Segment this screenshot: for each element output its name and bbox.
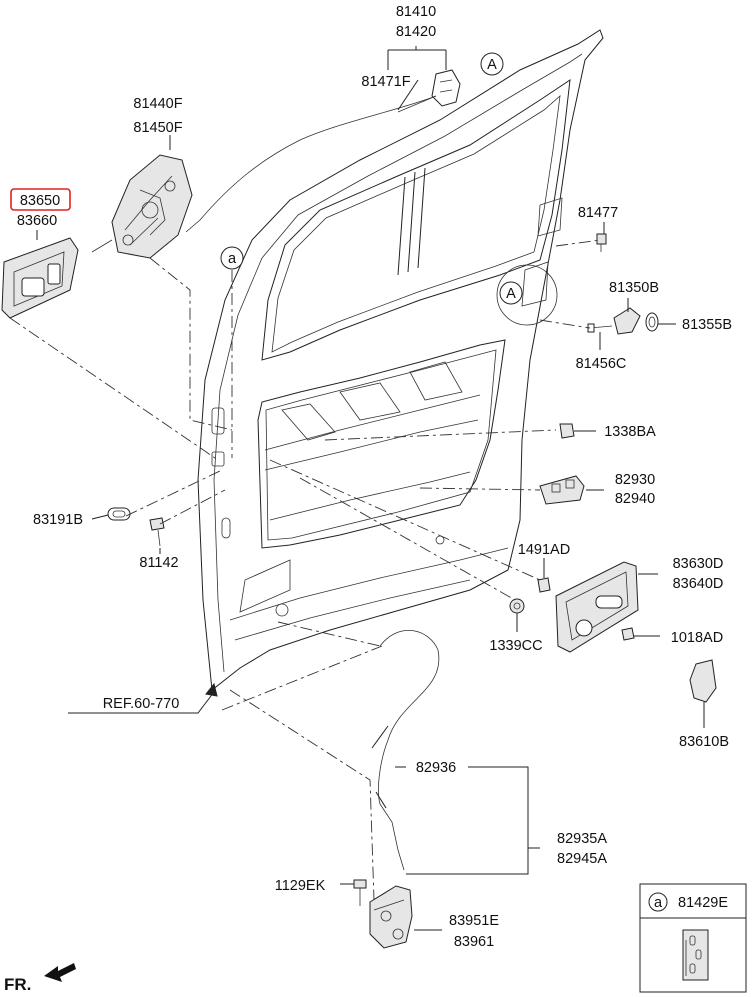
label-82935A: 82935A [557, 831, 607, 847]
part-1018ad-screw [621, 627, 635, 641]
cable-sleeve [371, 725, 389, 749]
label-81142: 81142 [139, 555, 178, 571]
label-82940: 82940 [615, 491, 655, 507]
part-83650-handle [1, 237, 79, 319]
part-82930-bracket [539, 475, 585, 505]
label-1338BA: 1338BA [604, 424, 656, 440]
inset-part-label: 81429E [678, 895, 728, 911]
cable-81471f [185, 95, 437, 233]
label-83660: 83660 [17, 213, 57, 229]
highlight-83650 [10, 188, 71, 211]
callout-a-main: a [220, 246, 244, 270]
label-1339CC: 1339CC [489, 638, 542, 654]
label-82945A: 82945A [557, 851, 607, 867]
label-81456C: 81456C [576, 356, 627, 372]
label-83650: 83650 [20, 193, 60, 209]
part-labels: 81410 81420 81471F 81440F 81450F 83650 8… [10, 4, 732, 950]
part-81410-bracket [397, 69, 461, 113]
callout-A-upper: A [480, 52, 504, 76]
label-1129EK: 1129EK [275, 878, 326, 894]
cable-82936 [378, 630, 440, 871]
label-83610B: 83610B [679, 734, 729, 750]
label-81440F: 81440F [133, 96, 182, 112]
label-1491AD: 1491AD [518, 542, 570, 558]
callout-A-lower: A [499, 281, 523, 305]
part-81350b-striker [587, 307, 659, 335]
part-81142-screw [149, 517, 165, 547]
inset-marker: a [654, 895, 663, 911]
inset-bracket-drawing [682, 929, 709, 981]
label-ref: REF.60-770 [103, 696, 180, 712]
callout-A-detail [496, 264, 558, 326]
part-83630d-inside-handle [555, 561, 639, 653]
label-83961: 83961 [454, 934, 494, 950]
svg-text:a: a [228, 251, 237, 267]
part-83610b-bezel [689, 659, 717, 703]
label-82930: 82930 [615, 472, 655, 488]
label-1018AD: 1018AD [671, 630, 723, 646]
inset-box: a 81429E [639, 883, 747, 993]
label-81471F: 81471F [361, 74, 410, 90]
svg-text:A: A [487, 57, 497, 73]
label-81450F: 81450F [133, 120, 182, 136]
label-fr: FR. [4, 975, 31, 994]
part-81440f-latch [91, 154, 193, 259]
label-83640D: 83640D [673, 576, 724, 592]
label-83630D: 83630D [673, 556, 724, 572]
leader-lines [36, 46, 705, 931]
part-81477-bolt [596, 233, 607, 252]
explode-lines [9, 239, 601, 901]
label-81350B: 81350B [609, 280, 659, 296]
part-1491ad-clip [537, 577, 551, 593]
part-1129ek-bolt [353, 879, 367, 906]
front-arrow-icon [44, 963, 76, 982]
part-83191b-clip [107, 507, 131, 521]
cable-grommet [375, 791, 387, 809]
label-82936: 82936 [416, 760, 456, 776]
label-81477: 81477 [578, 205, 618, 221]
part-1338ba-nut [559, 423, 575, 439]
part-1339cc-nut [509, 598, 525, 614]
sliding-door-panel [197, 29, 604, 691]
svg-text:A: A [506, 286, 516, 302]
label-83951E: 83951E [449, 913, 499, 929]
label-81420: 81420 [396, 24, 436, 40]
label-81410: 81410 [396, 4, 436, 20]
front-direction-marker: FR. [4, 963, 76, 994]
label-83191B: 83191B [33, 512, 83, 528]
part-83951e-lower-latch [369, 885, 413, 949]
label-81355B: 81355B [682, 317, 732, 333]
